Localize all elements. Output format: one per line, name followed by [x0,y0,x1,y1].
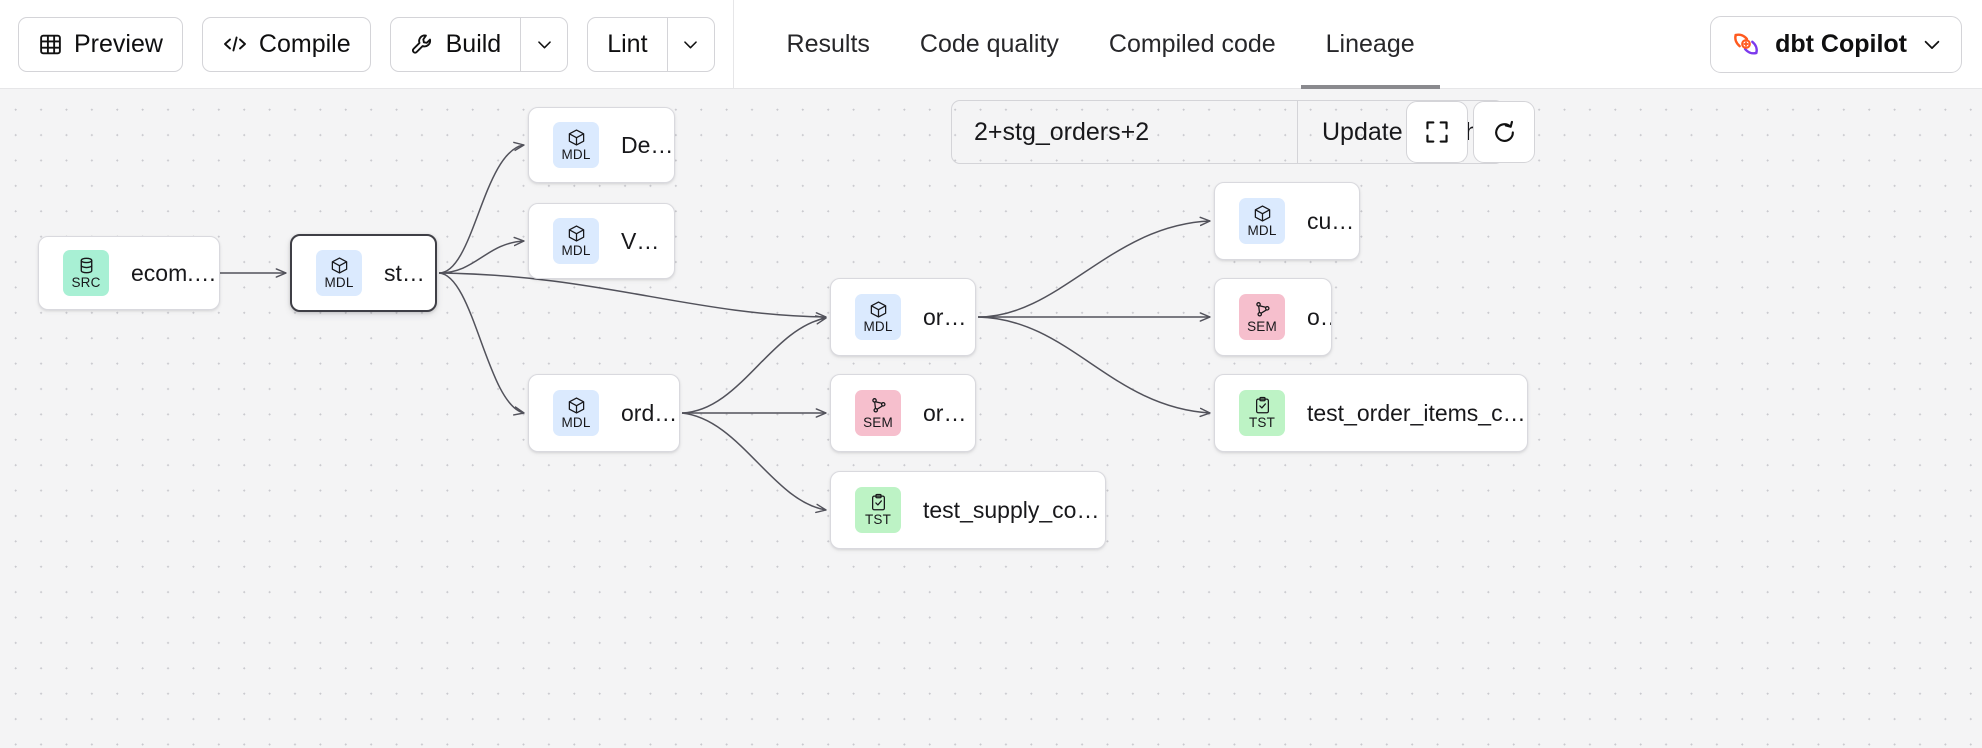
preview-button-label: Preview [74,29,163,58]
node-type-badge-sem: SEM [1239,294,1285,340]
lineage-node-label: VE_Demo [621,227,674,254]
node-type-badge-mdl: MDL [1239,198,1285,244]
dbt-copilot-label: dbt Copilot [1775,29,1907,58]
lineage-node-orders-model[interactable]: MDL orders [830,278,976,356]
cube-icon [567,396,586,415]
lineage-node-order-item-semantic[interactable]: SEM order_item [830,374,976,452]
lineage-node-customers[interactable]: MDL customers [1214,182,1360,260]
lint-button-label: Lint [607,29,648,58]
lineage-node-label: customers [1307,207,1359,234]
wrench-icon [410,32,435,57]
dbt-copilot-icon [1731,29,1761,59]
dbt-copilot-button[interactable]: dbt Copilot [1710,15,1962,73]
cube-icon [1253,204,1272,223]
top-toolbar: Preview Compile [0,0,1982,89]
node-type-badge-label: MDL [561,243,591,259]
lineage-node-label: order_items [621,399,679,426]
lineage-node-ve-demo[interactable]: MDL VE_Demo [528,203,675,279]
tab-code-quality[interactable]: Code quality [895,0,1084,89]
code-brackets-icon [222,32,248,56]
node-type-badge-label: SEM [863,415,893,431]
lineage-node-stg-orders[interactable]: MDL stg_orders [290,234,437,312]
lint-dropdown-toggle[interactable] [666,17,714,71]
tab-lineage-label: Lineage [1325,29,1415,58]
node-type-badge-mdl: MDL [553,122,599,168]
cube-icon [567,128,586,147]
semantic-graph-icon [869,396,888,415]
refresh-graph-button[interactable] [1473,101,1535,163]
build-button-label: Build [445,29,502,58]
clipboard-check-icon [1253,396,1272,415]
lineage-node-orders-semantic[interactable]: SEM orders [1214,278,1332,356]
semantic-graph-icon [1253,300,1272,319]
preview-button[interactable]: Preview [18,16,183,72]
node-type-badge-mdl: MDL [553,390,599,436]
lineage-node-label: test_order_items_compute_to_bools_c… [1307,399,1527,426]
lineage-node-test-supply-costs[interactable]: TST test_supply_costs_sum_correctly [830,471,1106,549]
lineage-node-label: ecom.raw_orders [131,259,219,286]
fullscreen-icon [1424,119,1450,145]
clipboard-check-icon [869,493,888,512]
node-type-badge-src: SRC [63,250,109,296]
tab-results-label: Results [786,29,870,58]
tab-lineage[interactable]: Lineage [1300,0,1440,89]
node-type-badge-tst: TST [1239,390,1285,436]
build-dropdown-toggle[interactable] [520,17,567,71]
lint-button[interactable]: Lint [588,18,666,71]
lineage-edges [220,89,1982,748]
lint-split-button: Lint [587,16,715,72]
node-type-badge-label: MDL [324,275,354,291]
node-type-badge-label: TST [1248,415,1276,431]
node-type-badge-label: MDL [1247,223,1277,239]
lineage-node-label: Demo [621,131,674,158]
result-pane-tabs: Results Code quality Compiled code Linea… [734,0,1440,89]
refresh-icon [1491,119,1518,146]
node-selector-input[interactable] [952,101,1297,163]
node-type-badge-mdl: MDL [855,294,901,340]
cube-icon [869,300,888,319]
node-type-badge-tst: TST [855,487,901,533]
node-type-badge-label: TST [864,512,892,528]
node-type-badge-label: MDL [561,147,591,163]
lineage-node-order-items[interactable]: MDL order_items [528,374,680,452]
lineage-node-label: stg_orders [384,259,435,286]
fit-view-button[interactable] [1406,101,1468,163]
node-type-badge-label: SRC [71,275,101,291]
lineage-node-demo[interactable]: MDL Demo [528,107,675,183]
node-type-badge-label: SEM [1247,319,1277,335]
lineage-node-label: orders [923,303,975,330]
table-grid-icon [38,32,63,57]
toolbar-divider [732,0,734,89]
tab-compiled-code[interactable]: Compiled code [1084,0,1301,89]
lineage-node-label: test_supply_costs_sum_correctly [923,496,1105,523]
compile-button-label: Compile [258,29,351,58]
tab-code-quality-label: Code quality [919,29,1059,58]
lineage-node-test-order-items[interactable]: TST test_order_items_compute_to_bools_c… [1214,374,1528,452]
node-type-badge-mdl: MDL [553,218,599,264]
node-type-badge-label: MDL [561,415,591,431]
toolbar-right: dbt Copilot [1710,15,1982,73]
cube-icon [330,256,349,275]
lineage-node-label: orders [1307,303,1331,330]
node-type-badge-mdl: MDL [316,250,362,296]
tab-compiled-code-label: Compiled code [1108,29,1276,58]
chevron-down-icon [1921,33,1943,55]
node-type-badge-sem: SEM [855,390,901,436]
build-split-button: Build [389,16,569,72]
compile-button[interactable]: Compile [201,16,371,72]
node-type-badge-label: MDL [863,319,893,335]
lineage-node-ecom-raw-orders[interactable]: SRC ecom.raw_orders [38,236,220,310]
lineage-canvas[interactable]: SRC ecom.raw_orders MDL stg_orders [0,89,1982,748]
lineage-node-label: order_item [923,399,975,426]
graph-selector-control: Update Graph [951,100,1505,164]
chevron-down-icon [681,35,700,54]
editor-action-buttons: Preview Compile [0,0,715,88]
build-button[interactable]: Build [391,18,521,71]
cube-icon [567,224,586,243]
database-cylinder-icon [77,256,96,275]
chevron-down-icon [535,35,554,54]
tab-results[interactable]: Results [762,0,895,89]
